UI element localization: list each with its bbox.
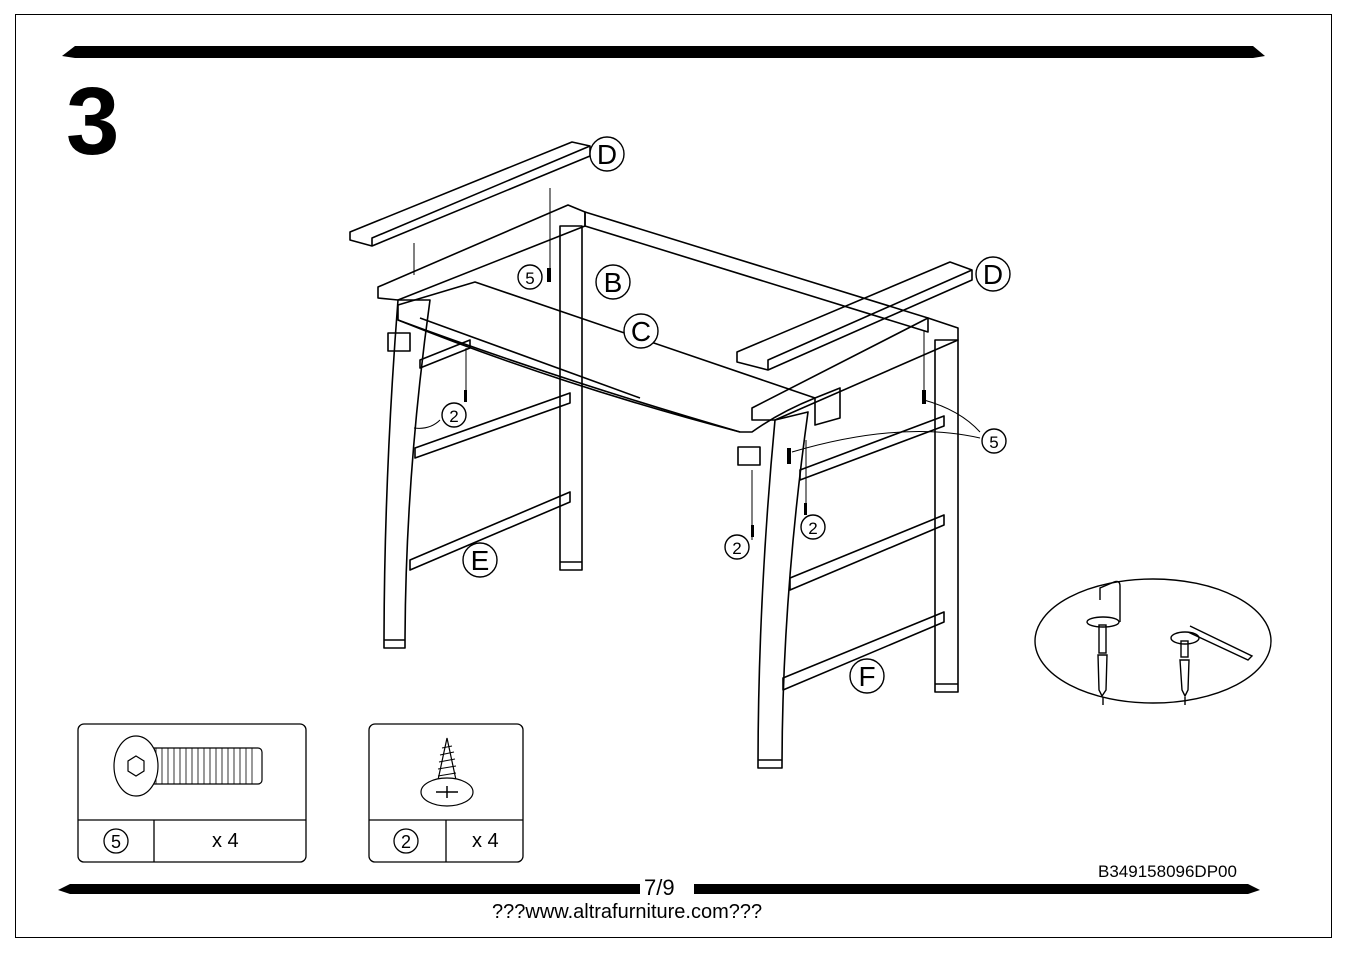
footer-bar-right <box>694 884 1260 894</box>
screw-markers <box>464 268 926 537</box>
website-url: ???www.altrafurniture.com??? <box>492 901 763 923</box>
hardware-box-2: 2 <box>368 723 524 863</box>
hardware-id-2: 2 <box>401 832 411 852</box>
footer-bar-left <box>58 884 640 894</box>
callout-labels: D D B C E F 5 2 5 2 2 <box>449 139 1003 692</box>
screw-callout: 2 <box>732 539 741 558</box>
step-number: 3 <box>66 68 119 175</box>
screw-callout: 2 <box>449 407 458 426</box>
allen-key-icon <box>1099 580 1121 622</box>
wood-screw-icon <box>420 737 474 807</box>
guide-lines <box>413 188 981 540</box>
part-label-b: B <box>604 267 623 298</box>
page-frame <box>15 14 1332 938</box>
part-label-f: F <box>858 661 875 692</box>
hardware-box-5: 5 <box>77 723 307 863</box>
page-number: 7/9 <box>644 875 675 900</box>
part-label-c: C <box>631 316 651 347</box>
part-label-d: D <box>983 259 1003 290</box>
callout-circles <box>441 136 1011 694</box>
document-code: B349158096DP00 <box>1098 862 1237 881</box>
screw-callout: 5 <box>989 433 998 452</box>
header-bar <box>62 46 1265 58</box>
allen-key-detail <box>1034 578 1272 705</box>
screw-callout: 2 <box>808 519 817 538</box>
part-label-e: E <box>471 545 490 576</box>
hardware-id-5: 5 <box>111 832 121 852</box>
allen-bolt-icon <box>113 735 263 797</box>
hardware-qty-5: x 4 <box>212 830 239 852</box>
part-label-d: D <box>597 139 617 170</box>
hardware-qty-2: x 4 <box>472 830 499 852</box>
screw-callout: 5 <box>525 269 534 288</box>
allen-key-icon <box>1187 625 1254 661</box>
